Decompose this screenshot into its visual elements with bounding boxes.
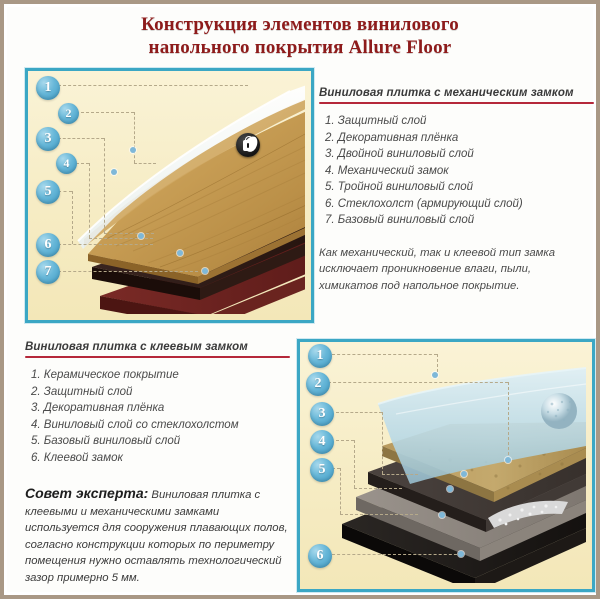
callout-b2[interactable]: 2 [306, 372, 330, 396]
diagram-adhesive-artwork [342, 367, 586, 583]
expert-tip-text: Виниловая плитка с клеевыми и механическ… [25, 489, 288, 584]
panel-mechanical-lock: Виниловая плитка с механическим замком 1… [319, 87, 594, 294]
leader-line-b4c [354, 488, 402, 489]
leader-line-b4b [354, 440, 355, 488]
leader-line-1 [58, 85, 248, 86]
leader-dot-b4 [447, 486, 453, 492]
leader-line-5a [58, 191, 72, 192]
diagram-mechanical-lock: 1 2 3 4 5 6 7 [25, 68, 314, 323]
leader-line-4b [89, 163, 90, 238]
page-title-line-1: Конструкция элементов винилового [141, 14, 459, 35]
list-item: 6. Клеевой замок [31, 451, 123, 464]
leader-line-b1b [437, 354, 438, 372]
callout-6[interactable]: 6 [36, 233, 60, 257]
expert-tip-label: Совет эксперта: [25, 485, 149, 501]
leader-line-3a [58, 138, 104, 139]
leader-dot-6 [138, 233, 144, 239]
expert-tip: Совет эксперта: Виниловая плитка с клеев… [25, 485, 289, 587]
leader-line-b2a [328, 382, 508, 383]
leader-line-2a [76, 112, 134, 113]
callout-b1[interactable]: 1 [308, 344, 332, 368]
page-title: Конструкция элементов винилового напольн… [7, 13, 593, 59]
page-title-line-2: напольного покрытия Allure Floor [148, 37, 452, 58]
leader-line-2c [134, 163, 156, 164]
leader-line-b3c [382, 474, 418, 475]
infographic-inner: Конструкция элементов винилового напольн… [7, 7, 595, 592]
list-item: 5. Тройной виниловый слой [325, 181, 474, 193]
panel-adhesive-lock: Виниловая плитка с клеевым замком 1. Кер… [25, 341, 290, 466]
list-item: 3. Декоративная плёнка [31, 402, 165, 414]
panel-adhesive-list: 1. Керамическое покрытие 2. Защитный сло… [25, 367, 290, 466]
leader-dot-b6 [458, 551, 464, 557]
callout-b3[interactable]: 3 [310, 402, 334, 426]
list-item: 7. Базовый виниловый слой [325, 214, 475, 226]
list-item: 2. Декоративная плёнка [325, 131, 459, 144]
leader-line-b4a [336, 440, 354, 441]
leader-line-b2b [508, 382, 509, 460]
list-item: 2. Защитный слой [31, 385, 133, 398]
callout-4[interactable]: 4 [56, 153, 77, 174]
list-item: 5. Базовый виниловый слой [31, 435, 181, 447]
list-item: 1. Керамическое покрытие [31, 369, 179, 381]
list-item: 4. Механический замок [325, 164, 449, 177]
callout-2[interactable]: 2 [58, 103, 79, 124]
list-item: 1. Защитный слой [325, 115, 427, 127]
list-item: 6. Стеклохолст (армирующий слой) [325, 197, 523, 210]
diagram-adhesive-lock: 1 2 3 4 5 6 [297, 339, 595, 592]
leader-line-5b [72, 191, 73, 244]
leader-dot-6b [177, 250, 183, 256]
leader-line-b5b [340, 468, 341, 514]
leader-dot-b5 [439, 512, 445, 518]
leader-line-b5a [332, 468, 340, 469]
leader-line-b3 [336, 412, 382, 413]
panel-mechanical-rule [319, 102, 594, 104]
leader-line-3c [104, 233, 154, 234]
callout-1[interactable]: 1 [36, 76, 60, 100]
panel-adhesive-rule [25, 356, 290, 358]
leader-line-7 [58, 271, 198, 272]
leader-dot-b1 [432, 372, 438, 378]
leader-line-b1a [332, 354, 437, 355]
leader-line-b3b [382, 412, 383, 474]
leader-line-4a [76, 163, 89, 164]
list-item: 4. Виниловый слой со стеклохолстом [31, 418, 239, 431]
leader-line-4c [89, 238, 153, 239]
callout-5[interactable]: 5 [36, 180, 60, 204]
leader-line-2b [134, 112, 135, 163]
leader-dot-b3 [461, 471, 467, 477]
callout-7[interactable]: 7 [36, 260, 60, 284]
leader-dot-3 [111, 169, 117, 175]
list-item: 3. Двойной виниловый слой [325, 148, 474, 160]
callout-b5[interactable]: 5 [310, 458, 334, 482]
panel-mechanical-list: 1. Защитный слой 2. Декоративная плёнка … [319, 113, 594, 229]
callout-b6[interactable]: 6 [308, 544, 332, 568]
padlock-badge-icon [236, 133, 260, 157]
panel-mechanical-heading: Виниловая плитка с механическим замком [319, 87, 574, 99]
leader-line-3b [104, 138, 105, 233]
leader-line-b5c [340, 514, 418, 515]
leader-line-6 [58, 244, 153, 245]
leader-dot-2 [130, 147, 136, 153]
leader-dot-7 [202, 268, 208, 274]
leader-dot-b2 [505, 457, 511, 463]
leader-line-b6 [332, 554, 462, 555]
panel-adhesive-heading: Виниловая плитка с клеевым замком [25, 341, 248, 353]
panel-mechanical-note: Как механический, так и клеевой тип замк… [319, 246, 555, 292]
callout-3[interactable]: 3 [36, 127, 60, 151]
callout-b4[interactable]: 4 [310, 430, 334, 454]
